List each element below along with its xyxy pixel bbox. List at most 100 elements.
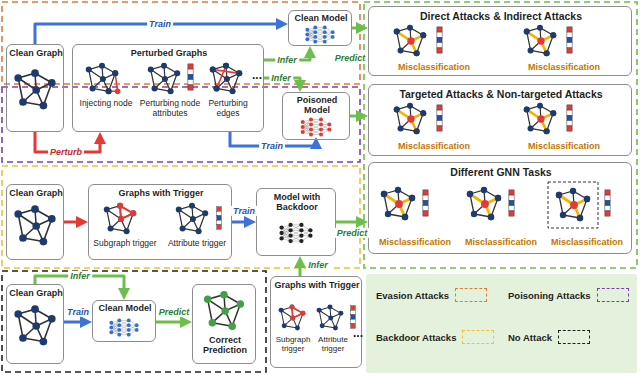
- predict-arrow: [350, 115, 362, 118]
- node-heading: Graphs with Trigger: [273, 280, 361, 290]
- node-heading: Clean Graph: [9, 188, 63, 198]
- clean-graph-icon: [14, 69, 55, 109]
- model-icon: [279, 223, 312, 244]
- legend-entry: Poisoning Attacks: [508, 288, 629, 302]
- attack-overlay: [524, 29, 556, 57]
- injection-overlay: [106, 70, 121, 94]
- node-heading: Direct Attacks & Indirect Attacks: [373, 10, 629, 22]
- attack-overlay: [556, 192, 590, 221]
- feature-bar: [188, 64, 193, 90]
- edge-label: Train: [65, 307, 91, 317]
- trigger-overlay: [117, 203, 136, 222]
- result-label: Misclassification: [459, 237, 543, 247]
- result-label: Misclassification: [545, 237, 629, 247]
- node-heading: Clean Graph: [9, 48, 63, 58]
- clean-graph-icon: [14, 305, 55, 345]
- feature-bar: [351, 306, 356, 329]
- edge-label: Predict: [335, 228, 370, 238]
- item-label: Injecting node: [77, 99, 135, 109]
- graph-group-box: Perturbed GraphsInjecting node Perturbing…: [72, 44, 264, 132]
- graph-icon: [148, 63, 180, 95]
- train-arrow: [232, 221, 250, 224]
- outcome-box: Targeted Attacks & Non-targeted AttacksM…: [368, 84, 632, 156]
- predict-arrow: [352, 27, 362, 30]
- poisoning-region: [2, 87, 360, 162]
- edge-label: Predict: [333, 53, 368, 63]
- edge-label: Train: [231, 206, 257, 216]
- graph-group-box: Graphs with TriggerSubgraph trigger Attri…: [88, 184, 232, 260]
- graph-icon: [317, 305, 344, 331]
- graph-icon: [279, 305, 306, 331]
- node-heading: Correct Prediction: [195, 335, 255, 356]
- legend-entry: Backdoor Attacks: [376, 330, 494, 344]
- model-box: Clean Model: [92, 300, 156, 342]
- result-label: Misclassification: [509, 141, 619, 151]
- item-label: Subgraph trigger: [273, 335, 313, 353]
- graph-group-box: Graphs with TriggerSubgraph triggerAttri…: [270, 276, 362, 368]
- graph-icon: [381, 187, 415, 220]
- train-arrow: [64, 321, 86, 324]
- edge-label: Infer: [306, 260, 330, 270]
- graph-icon: [210, 63, 242, 95]
- node-heading: Poisoned Model: [285, 95, 349, 116]
- feature-bar: [509, 190, 514, 216]
- edge-label: Infer: [269, 73, 293, 83]
- model-icon: [301, 118, 332, 137]
- model-icon: [305, 25, 334, 43]
- node-heading: Graphs with Trigger: [91, 188, 231, 198]
- graph-frame: [548, 182, 598, 228]
- perturb-arrow: [64, 221, 82, 224]
- graph-icon: [524, 103, 556, 135]
- edge-label: Train: [259, 141, 285, 151]
- model-box: Clean Model: [288, 10, 352, 46]
- attack-overlay: [524, 107, 556, 135]
- attack-overlay: [467, 191, 501, 220]
- graph-icon: [104, 203, 136, 235]
- legend-swatch: [455, 288, 487, 302]
- feature-bar: [605, 190, 610, 216]
- predict-arrow: [336, 221, 362, 224]
- feature-bar: [567, 105, 572, 131]
- legend-entry: Evasion Attacks: [376, 288, 487, 302]
- feature-bar: [437, 105, 442, 131]
- attack-overlay: [394, 107, 426, 135]
- evasion-region: [2, 2, 360, 84]
- legend-panel: [366, 274, 637, 373]
- outcome-region: [364, 2, 637, 268]
- legend-swatch: [462, 330, 494, 344]
- graph-box: Clean Graph: [6, 44, 64, 132]
- feature-bar: [423, 190, 428, 216]
- clean-graph-icon: [14, 205, 55, 245]
- backdoor-region: [2, 166, 360, 268]
- graph-icon: [556, 188, 590, 221]
- feature-bar: [437, 27, 442, 53]
- model-box: Poisoned Model: [282, 92, 350, 140]
- legend-entry: No Attack: [508, 330, 590, 344]
- graph-icon: [524, 25, 556, 57]
- item-label: ...: [353, 327, 362, 341]
- result-label: Misclassification: [379, 62, 489, 72]
- legend-swatch: [558, 330, 590, 344]
- no-attack-region: [2, 271, 266, 372]
- graph-box: Clean Graph: [6, 184, 64, 260]
- graph-icon: [394, 103, 426, 135]
- feature-bar: [217, 207, 222, 230]
- attack-overlay: [394, 29, 426, 57]
- model-box: Model with Backdoor: [256, 188, 336, 256]
- node-heading: Model with Backdoor: [259, 192, 335, 213]
- node-heading: Clean Graph: [9, 288, 63, 298]
- result-label: Misclassification: [373, 237, 457, 247]
- predict-arrow: [156, 321, 186, 324]
- node-heading: Perturbed Graphs: [75, 48, 263, 58]
- item-label: Attribute trigger: [313, 335, 353, 353]
- trigger-overlay: [290, 305, 306, 321]
- item-label: Subgraph trigger: [91, 239, 159, 249]
- legend-text: Poisoning Attacks: [508, 290, 591, 301]
- item-label: ...: [251, 69, 263, 83]
- prediction-box: Correct Prediction: [192, 284, 256, 364]
- prediction-graph-icon: [204, 291, 244, 330]
- item-label: Attribute trigger: [163, 239, 231, 249]
- item-label: Perturbing edges: [205, 99, 251, 119]
